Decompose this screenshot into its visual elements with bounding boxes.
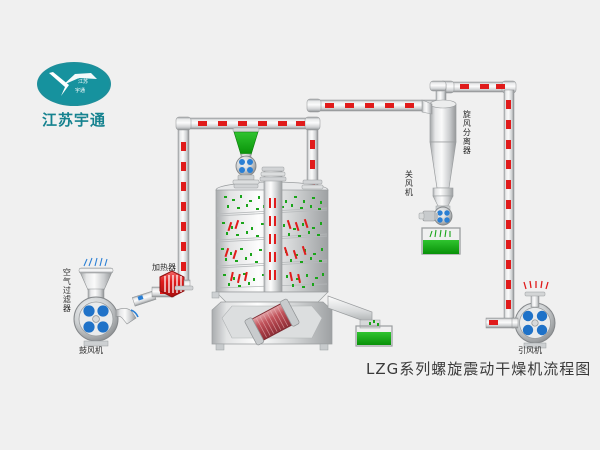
rotary-airlock (418, 205, 453, 226)
logo-company-name: 江苏宇通 (41, 111, 106, 129)
product-collection-tray (355, 320, 393, 347)
falling-product-particles (369, 320, 379, 326)
induced-fan-blades-icon (522, 310, 548, 336)
cyclone-separator (421, 80, 457, 207)
svg-text:江苏: 江苏 (78, 78, 88, 85)
rotary-valve-blades-icon (239, 159, 253, 173)
label-air-filter: 空气过滤器 (62, 268, 72, 313)
duct-dryer-to-cyclone (306, 98, 437, 113)
label-induced-fan: 引风机 (518, 346, 542, 355)
airlock-blades-icon (437, 210, 450, 223)
air-filter (78, 257, 114, 300)
label-cyclone: 旋风分离器 (462, 110, 472, 155)
air-intake-icon (83, 257, 108, 267)
right-riser-collar (301, 179, 324, 190)
company-logo: 江苏 宇通 江苏宇通 (18, 62, 130, 129)
blower-fan (73, 296, 139, 347)
vibration-motor (244, 298, 300, 346)
svg-text:宇通: 宇通 (75, 87, 85, 94)
duct-cyclone-to-fan (439, 80, 517, 329)
dryer-airflow-marks (224, 218, 309, 284)
page-title: LZG系列螺旋震动干燥机流程图 (366, 360, 592, 378)
heater (159, 270, 191, 298)
spiral-vibration-dryer (174, 166, 333, 351)
label-blower: 鼓风机 (79, 346, 103, 355)
left-riser-collar (174, 285, 194, 291)
falling-powder-icon (429, 229, 451, 238)
label-heater: 加热器 (152, 263, 176, 272)
cyclone-collection-bin (421, 227, 461, 255)
exhaust-icon (523, 280, 549, 290)
logo-oval-icon: 江苏 宇通 (37, 62, 111, 106)
induced-draft-fan (511, 280, 556, 349)
dryer-material-particles (221, 195, 324, 288)
riser-airflow-marks (269, 198, 276, 280)
blower-blades-icon (83, 305, 109, 333)
discharge-chute (327, 295, 381, 329)
feed-hopper (232, 127, 260, 161)
dryer-flanges (232, 166, 287, 189)
label-airlock: 关风机 (404, 170, 414, 197)
logo-swoosh-icon: 江苏 宇通 (49, 72, 97, 96)
